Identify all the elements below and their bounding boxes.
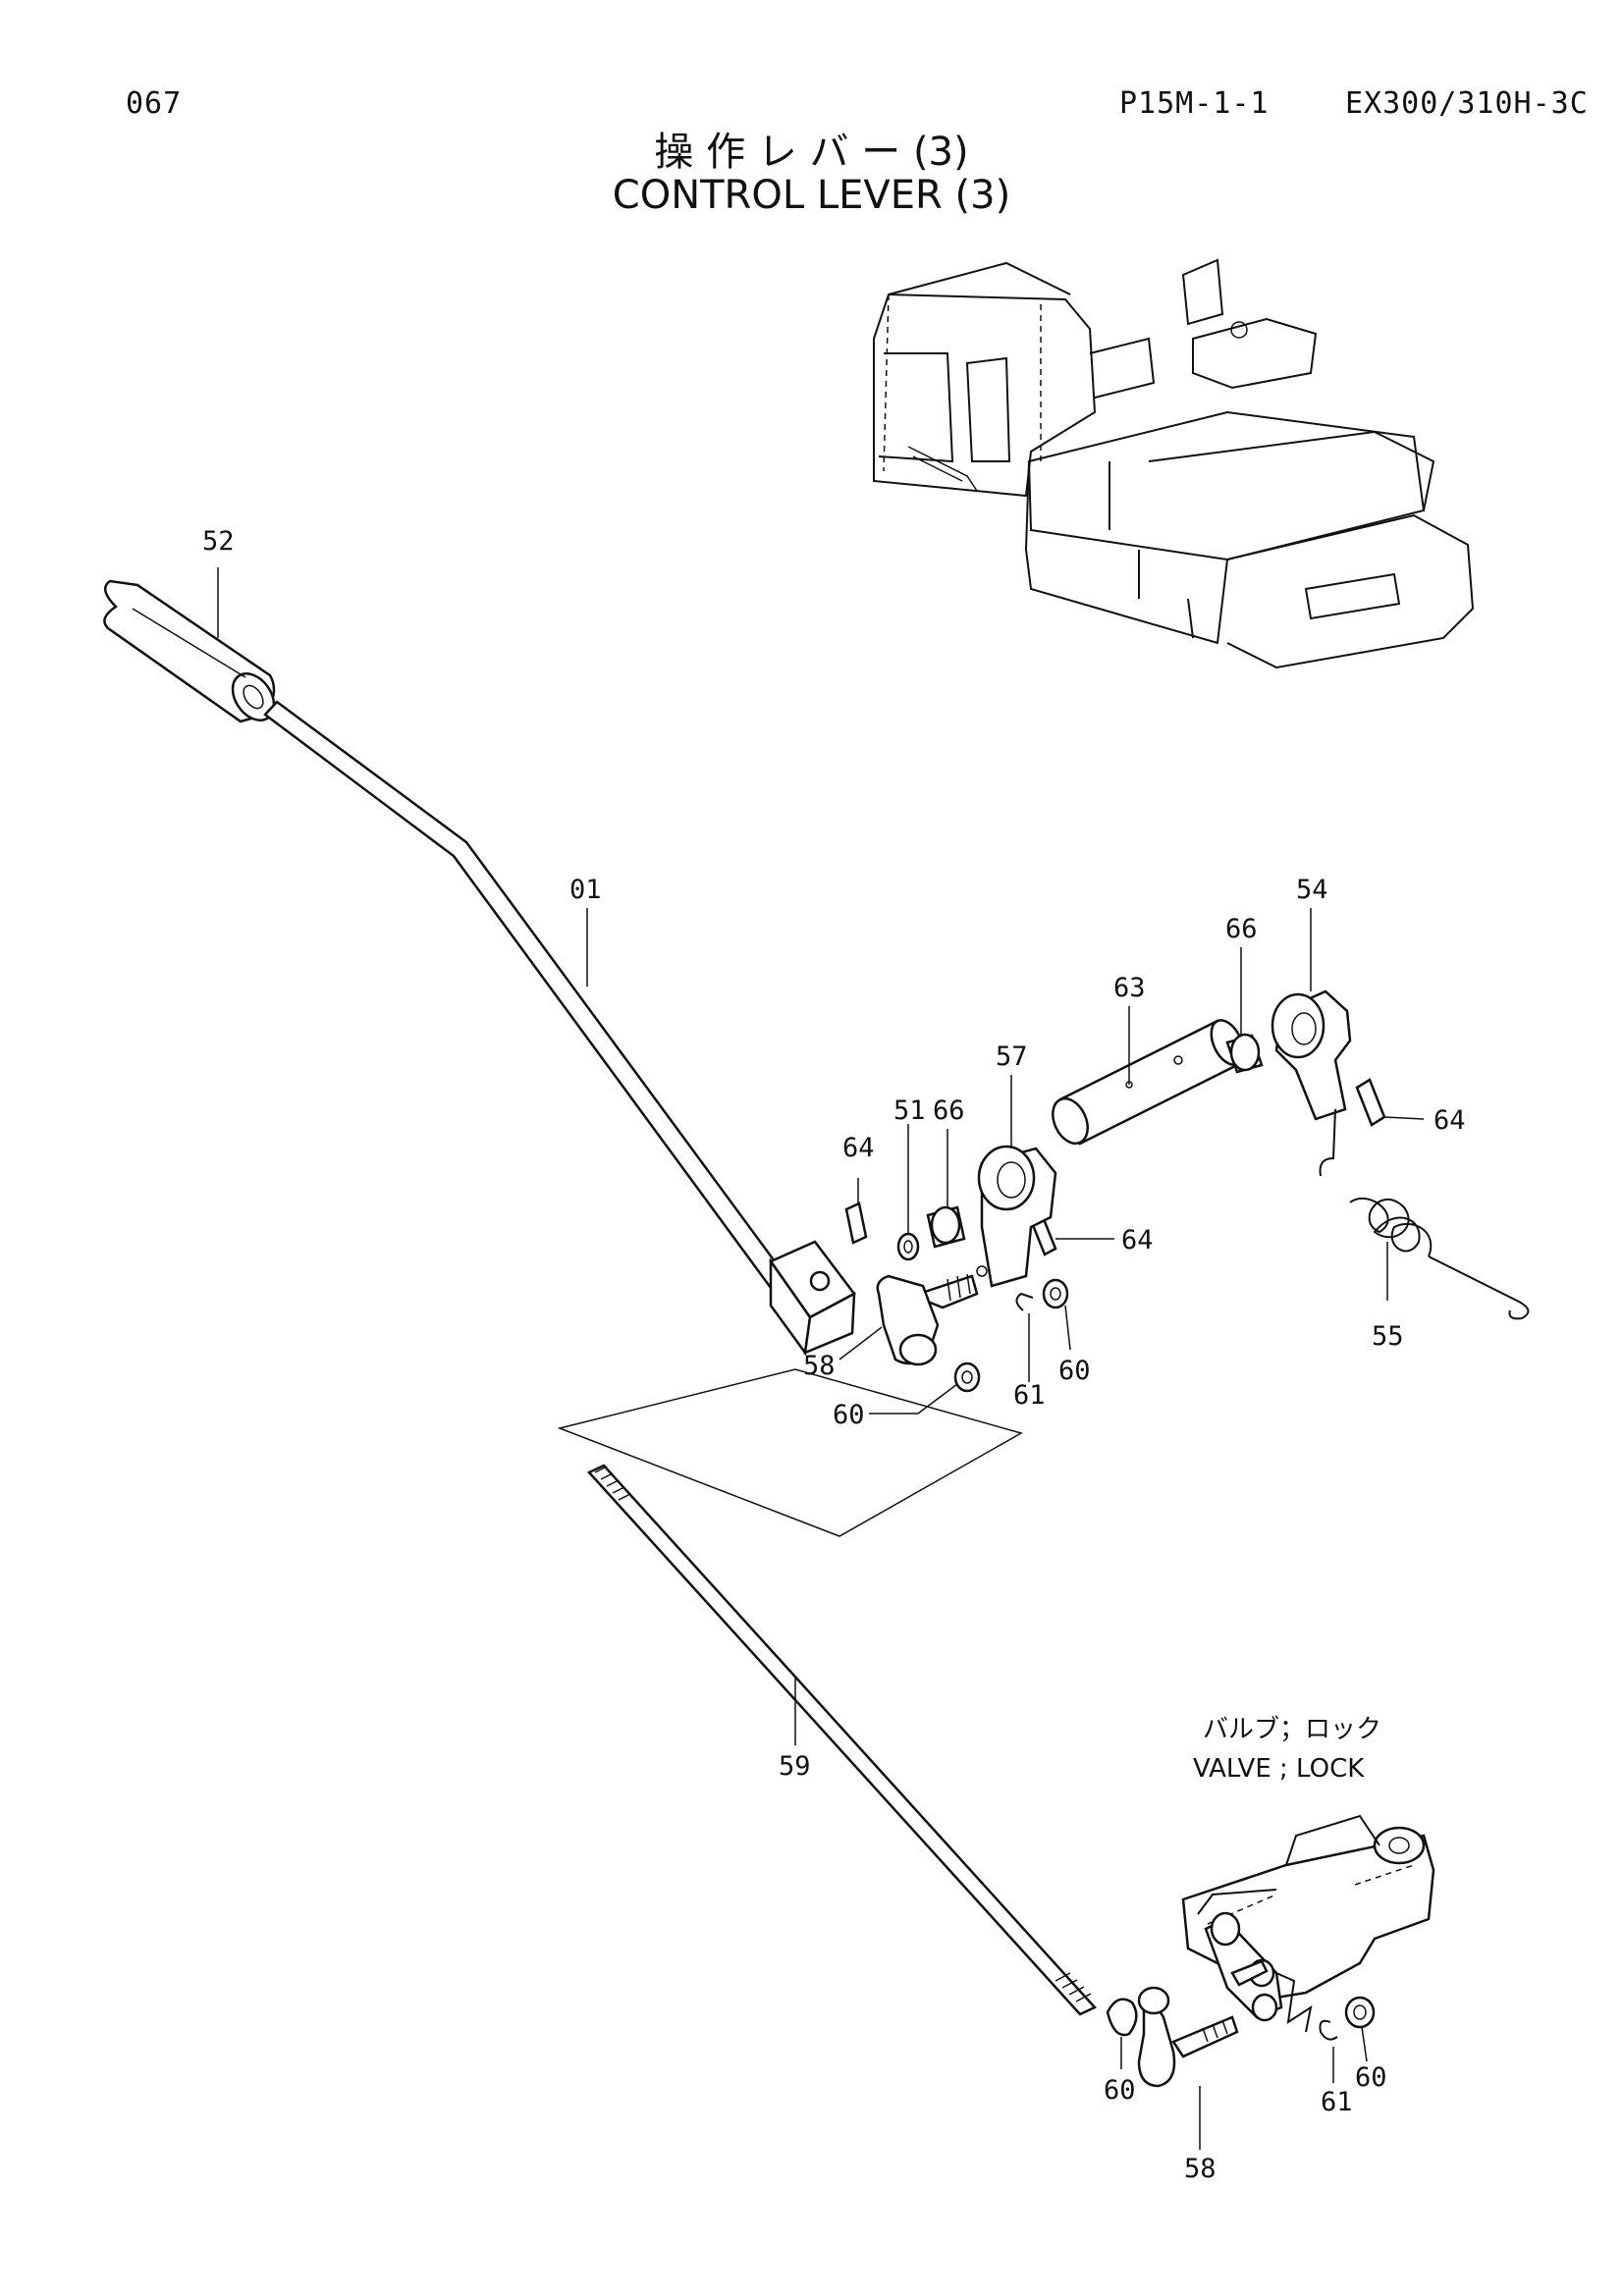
callout-60-upper-left: 60: [833, 1400, 865, 1430]
callout-55: 55: [1372, 1321, 1404, 1352]
callout-52: 52: [202, 526, 235, 557]
pivot-assembly-57: [896, 1145, 1057, 1288]
callout-61-lower: 61: [1321, 2087, 1353, 2117]
part-01-lever: [263, 700, 856, 1357]
page-number: 067: [126, 86, 183, 121]
section-code: P15M-1-1: [1119, 86, 1270, 121]
callout-60-lower-right: 60: [1355, 2062, 1387, 2093]
rod-end-upper: [876, 1273, 1069, 1393]
callout-57: 57: [996, 1041, 1028, 1072]
inset-note-japanese: バルブ；ロック: [1203, 1715, 1381, 1744]
lock-valve-illustration: [1181, 1814, 1435, 2033]
callout-54: 54: [1296, 875, 1328, 905]
excavator-overview-illustration: [873, 258, 1475, 669]
callout-61-upper: 61: [1013, 1380, 1046, 1411]
model-code: EX300/310H-3C: [1345, 86, 1589, 121]
leader-lines: [217, 567, 1425, 2150]
callout-59: 59: [779, 1751, 811, 1782]
callout-58-upper: 58: [803, 1351, 836, 1381]
part-52-grip: [103, 579, 276, 723]
callout-64-right: 64: [1434, 1105, 1466, 1136]
callout-60-upper-right: 60: [1058, 1356, 1091, 1386]
callout-66-lower: 66: [933, 1095, 965, 1126]
inset-note-english: VALVE ; LOCK: [1193, 1754, 1365, 1784]
callout-64-middle: 64: [1121, 1225, 1154, 1255]
rod-end-lower: [1106, 1986, 1376, 2088]
callout-63: 63: [1113, 973, 1146, 1003]
title-japanese: 操 作 レ バ ー (3): [654, 130, 969, 175]
part-63-shaft: [1052, 1019, 1245, 1146]
callout-60-lower-left: 60: [1104, 2075, 1136, 2106]
part-59-rod: [586, 1464, 1098, 2016]
callout-51: 51: [893, 1095, 926, 1126]
part-54-bracket: [1225, 989, 1352, 1121]
callout-66-upper: 66: [1225, 914, 1258, 944]
title-english: CONTROL LEVER (3): [612, 173, 1011, 218]
callout-64-left: 64: [842, 1133, 875, 1163]
callout-01: 01: [569, 875, 602, 905]
part-55-spring: [1319, 1108, 1530, 1320]
callout-58-lower: 58: [1184, 2154, 1217, 2184]
leader-frame: [557, 1368, 1023, 1537]
